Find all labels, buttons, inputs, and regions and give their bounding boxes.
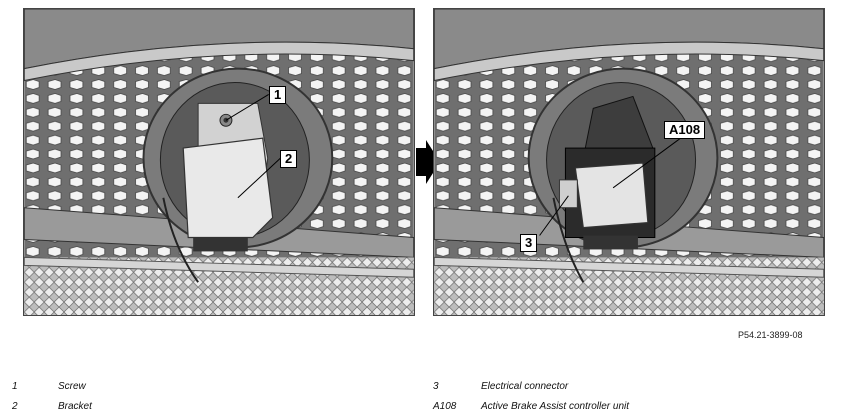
illustration-left-panel <box>23 8 415 316</box>
legend-number: 1 <box>12 381 18 392</box>
figure-code: P54.21-3899-08 <box>738 330 803 340</box>
callout-3: 3 <box>520 234 538 252</box>
callout-a108: A108 <box>664 121 706 139</box>
legend-number: A108 <box>433 401 457 412</box>
grille-controller-illustration <box>434 9 824 315</box>
illustration-right-panel <box>433 8 825 316</box>
callout-2: 2 <box>280 150 298 168</box>
legend-label: Electrical connector <box>481 381 569 392</box>
legend-number: 2 <box>12 401 18 412</box>
grille-bracket-illustration <box>24 9 414 315</box>
arrow-right-icon <box>416 140 440 184</box>
legend-label: Screw <box>58 381 86 392</box>
legend-label: Active Brake Assist controller unit <box>481 401 630 412</box>
legend-number: 3 <box>433 381 439 392</box>
legend-label: Bracket <box>58 401 92 412</box>
callout-1: 1 <box>269 86 287 104</box>
